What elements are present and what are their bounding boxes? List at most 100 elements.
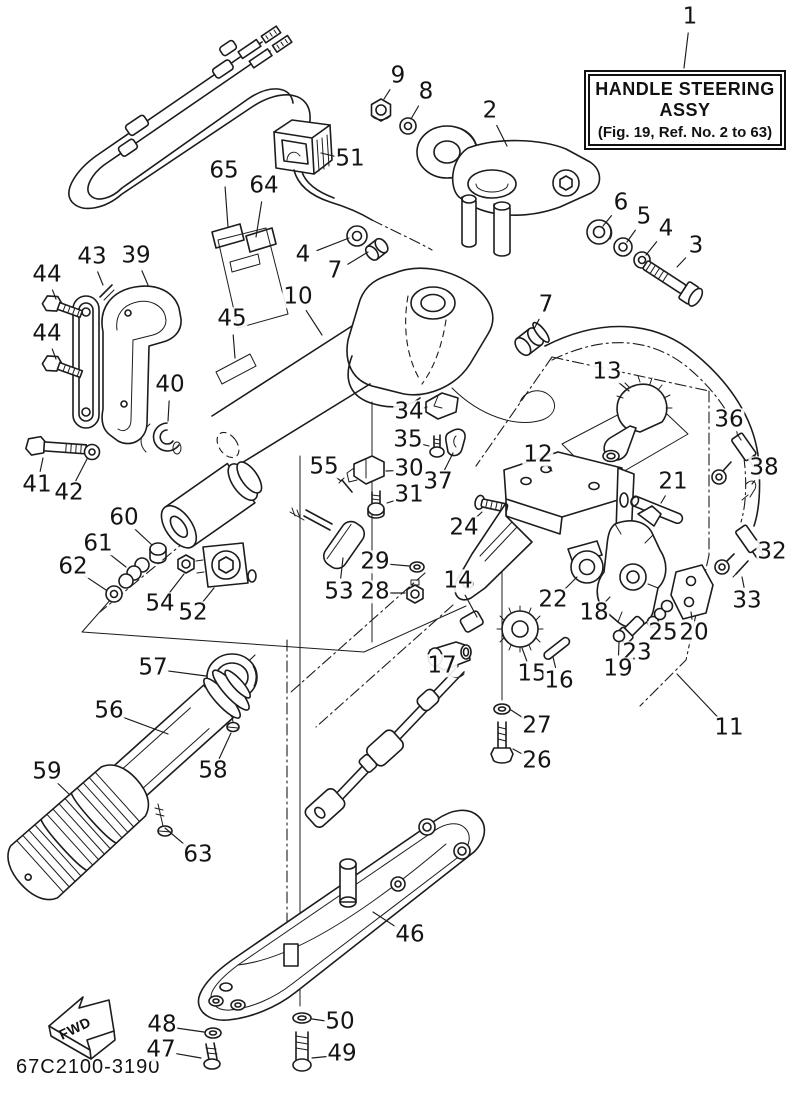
callout-44: 44 [31, 320, 63, 347]
callout-41: 41 [21, 471, 53, 498]
callout-27: 27 [521, 712, 553, 739]
callout-39: 39 [120, 242, 152, 269]
leader-line-45 [232, 334, 236, 359]
leader-line-61 [109, 553, 127, 568]
pivot-shaft-parts [105, 507, 366, 603]
leader-line-47 [175, 1053, 202, 1059]
callout-13: 13 [591, 358, 623, 385]
leader-line-46 [372, 911, 398, 929]
callout-47: 47 [145, 1036, 177, 1063]
leader-line-62 [84, 575, 107, 591]
leader-line-7 [347, 251, 369, 265]
callout-16: 16 [543, 667, 575, 694]
lower-handle-cover [197, 809, 486, 1072]
leader-line-13 [618, 381, 630, 392]
assembly-title-line1: HANDLE STEERING [595, 79, 775, 100]
leader-line-60 [134, 528, 153, 546]
callout-48: 48 [146, 1011, 178, 1038]
leader-line-40 [167, 400, 170, 422]
callout-49: 49 [326, 1040, 358, 1067]
callout-29: 29 [359, 548, 391, 575]
leader-line-36 [736, 433, 742, 441]
callout-50: 50 [324, 1008, 356, 1035]
leader-line-57 [167, 670, 207, 677]
leader-line-51 [320, 152, 336, 158]
callout-44: 44 [31, 261, 63, 288]
assembly-title-ref: (Fig. 19, Ref. No. 2 to 63) [597, 123, 773, 141]
leader-line-58 [218, 732, 232, 759]
assembly-title-box: HANDLE STEERING ASSY (Fig. 19, Ref. No. … [584, 70, 786, 150]
leader-line-4 [645, 241, 658, 256]
callout-56: 56 [93, 697, 125, 724]
leader-line-1 [683, 32, 689, 69]
leader-line-64 [255, 201, 263, 238]
leader-line-50 [311, 1018, 326, 1022]
bracket-bolts [490, 703, 514, 764]
leader-line-39 [141, 270, 149, 286]
callout-4: 4 [657, 215, 675, 242]
leader-line-11 [676, 673, 720, 719]
leader-line-21 [660, 495, 666, 504]
leader-line-3 [676, 257, 687, 268]
callout-7: 7 [537, 291, 555, 318]
callout-38: 38 [748, 454, 780, 481]
leader-line-10 [305, 310, 323, 336]
callout-14: 14 [442, 567, 474, 594]
callout-58: 58 [197, 757, 229, 784]
callout-25: 25 [647, 619, 679, 646]
callout-4: 4 [294, 241, 312, 268]
handle-clamps-screws [338, 392, 509, 604]
assembly-title-box-inner: HANDLE STEERING ASSY (Fig. 19, Ref. No. … [588, 74, 782, 146]
leader-line-7 [533, 318, 540, 330]
callout-24: 24 [448, 514, 480, 541]
callout-1: 1 [681, 3, 699, 30]
grommets-washers [346, 225, 550, 357]
callout-22: 22 [537, 586, 569, 613]
callout-3: 3 [687, 232, 705, 259]
leader-line-29 [389, 563, 410, 567]
callout-2: 2 [481, 97, 499, 124]
leader-line-2 [496, 124, 508, 147]
leader-line-20 [690, 611, 693, 620]
callout-52: 52 [177, 599, 209, 626]
callout-35: 35 [392, 426, 424, 453]
callout-61: 61 [82, 530, 114, 557]
leader-lines [39, 32, 756, 1059]
steering-bracket-assembly [370, 98, 704, 307]
callout-21: 21 [657, 468, 689, 495]
assembly-title-line2: ASSY [659, 100, 711, 120]
leader-line-44 [51, 289, 57, 300]
leader-line-8 [410, 105, 420, 120]
throttle-rod [304, 665, 465, 828]
callout-59: 59 [31, 758, 63, 785]
callout-42: 42 [53, 479, 85, 506]
leader-line-4 [316, 237, 350, 252]
callout-46: 46 [394, 921, 426, 948]
leader-line-56 [122, 716, 169, 735]
leader-line-63 [164, 827, 188, 847]
leader-line-6 [602, 215, 613, 227]
leader-line-5 [626, 229, 636, 243]
mount-bracket-group [25, 223, 289, 461]
leader-line-53 [340, 557, 344, 579]
callout-19: 19 [602, 655, 634, 682]
callout-37: 37 [422, 468, 454, 495]
callout-33: 33 [731, 587, 763, 614]
callout-11: 11 [713, 714, 745, 741]
callout-34: 34 [393, 398, 425, 425]
callout-31: 31 [393, 481, 425, 508]
callout-62: 62 [57, 553, 89, 580]
callout-12: 12 [522, 441, 554, 468]
callout-55: 55 [308, 453, 340, 480]
callout-26: 26 [521, 747, 553, 774]
leader-line-52 [201, 587, 215, 603]
callout-6: 6 [612, 189, 630, 216]
leader-line-41 [39, 457, 44, 472]
fwd-arrow: FWD [48, 996, 116, 1060]
callout-7: 7 [326, 257, 344, 284]
leader-line-37 [444, 452, 454, 471]
callout-10: 10 [282, 283, 314, 310]
callout-20: 20 [678, 619, 710, 646]
callout-32: 32 [756, 538, 788, 565]
